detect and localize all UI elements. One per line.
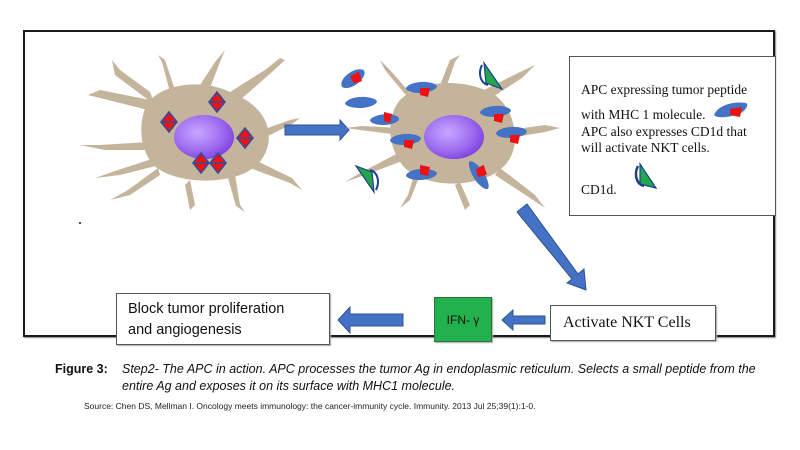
mhc-legend-icon <box>714 102 748 118</box>
figure-caption-text: Step2- The APC in action. APC processes … <box>122 362 756 393</box>
legend-box: APC expressing tumor peptide with MHC 1 … <box>569 56 776 216</box>
arrow-left-ifn-to-block <box>337 305 404 335</box>
arrow-right <box>284 118 350 142</box>
figure-label: Figure 3: <box>55 362 108 376</box>
cd1d-legend-icon <box>634 162 658 189</box>
antigen-diamonds <box>160 90 254 175</box>
activate-nkt-box: Activate NKT Cells <box>550 305 716 341</box>
block-tumor-box: Block tumor proliferation and angiogenes… <box>116 293 330 345</box>
legend-line-2: with MHC 1 molecule. <box>581 107 706 122</box>
block-box-line-2: and angiogenesis <box>128 322 242 338</box>
legend-line-1: APC expressing tumor peptide <box>581 82 748 97</box>
cell-body <box>80 50 302 212</box>
legend-line-3: APC also expresses CD1d that <box>581 124 747 139</box>
arrow-diagonal <box>516 203 587 291</box>
ifn-gamma-label: IFN- γ <box>446 312 480 327</box>
stray-dot <box>79 222 81 224</box>
legend-line-5: CD1d. <box>581 182 617 197</box>
mhc-peptide-complexes <box>341 69 527 190</box>
apc-cell-right <box>341 55 560 210</box>
nucleus <box>424 115 484 159</box>
apc-cell-left <box>80 50 302 212</box>
cd1d-molecules <box>354 60 504 195</box>
block-box-line-1: Block tumor proliferation <box>128 301 285 317</box>
activate-nkt-label: Activate NKT Cells <box>563 314 691 331</box>
arrow-left-nkt-to-ifn <box>501 308 546 332</box>
nucleus <box>174 115 234 159</box>
ifn-gamma-box: IFN- γ <box>434 297 492 342</box>
source-citation: Source: Chen DS, Mellman I. Oncology mee… <box>84 401 536 411</box>
legend-line-4: will activate NKT cells. <box>581 140 710 155</box>
